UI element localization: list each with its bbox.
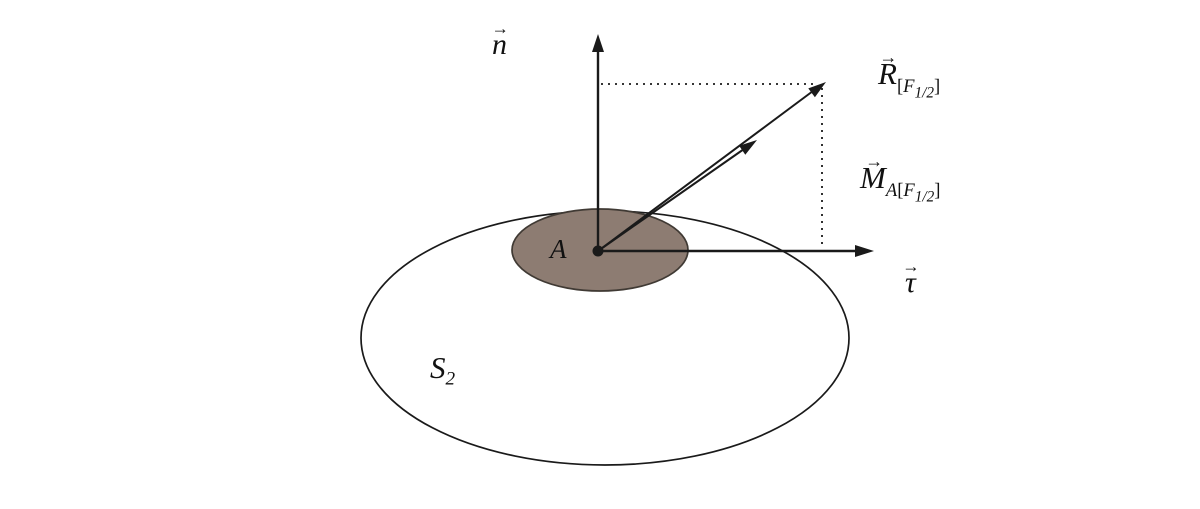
r-vector-arrowhead — [808, 82, 826, 98]
label-resultant-vector: →R[F1/2] — [878, 48, 941, 101]
label-moment-vector: →MA[F1/2] — [860, 152, 941, 205]
m-vector-arrowhead — [739, 140, 757, 155]
n-vec: →n — [492, 20, 509, 61]
label-tau-vector: →τ — [902, 258, 919, 299]
tau-axis-arrowhead — [855, 245, 874, 257]
m-vec: →M — [860, 152, 886, 195]
s2-subscript: 2 — [445, 368, 456, 390]
n-axis-arrowhead — [592, 34, 604, 52]
m-sub-open-bracket: [ — [897, 180, 904, 202]
label-n-vector: →n — [492, 20, 509, 61]
vector-arrow-icon: → — [879, 47, 898, 68]
vector-arrow-icon: → — [865, 151, 884, 172]
r-vec: →R — [878, 48, 897, 91]
m-sub-close-bracket: ] — [934, 180, 941, 202]
r-sub-open-bracket: [ — [896, 76, 904, 98]
tau-letter: τ — [905, 266, 916, 299]
vector-arrow-icon: → — [491, 18, 509, 39]
r-sub-fraction: 1/2 — [914, 84, 935, 102]
r-vector-line — [597, 90, 814, 252]
a-letter: A — [550, 234, 567, 264]
m-sub-point: A — [885, 180, 898, 202]
r-subscript: [F1/2] — [896, 76, 941, 101]
m-sub-force-symbol: F — [903, 180, 915, 202]
m-vector-line — [597, 148, 745, 252]
m-subscript: A[F1/2] — [885, 180, 941, 205]
n-letter: n — [492, 28, 507, 61]
r-sub-close-bracket: ] — [934, 76, 941, 98]
point-a-dot — [592, 245, 604, 257]
label-surface-s2: S2 — [430, 352, 455, 389]
vector-arrow-icon: → — [902, 256, 920, 277]
r-sub-force-symbol: F — [903, 76, 915, 98]
tau-vec: →τ — [902, 258, 919, 299]
m-letter: M — [860, 160, 886, 195]
s-letter: S — [430, 350, 446, 385]
label-point-a: A — [550, 236, 567, 263]
r-letter: R — [878, 56, 897, 91]
m-sub-fraction: 1/2 — [914, 188, 935, 206]
